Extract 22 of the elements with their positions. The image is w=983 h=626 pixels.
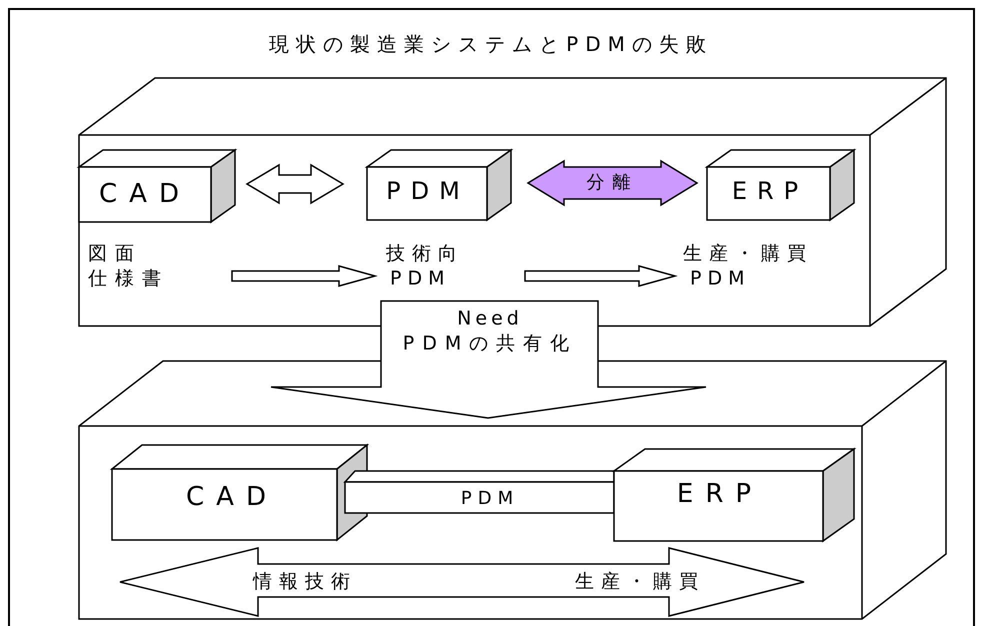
label: CAD xyxy=(186,484,278,510)
label: PDM xyxy=(690,270,750,288)
label: PDM xyxy=(460,490,520,508)
block-arrow xyxy=(524,265,678,287)
label: 仕様書 xyxy=(88,270,169,288)
block-arrow xyxy=(231,265,378,287)
block-arrow xyxy=(526,160,698,206)
label: ERP xyxy=(676,481,764,507)
label: ERP xyxy=(732,179,808,203)
edge-label: 分離 xyxy=(586,174,638,192)
label: Need xyxy=(457,310,523,328)
label: 図面 xyxy=(88,244,142,264)
label: 生産・購買 xyxy=(575,572,705,592)
label: 情報技術 xyxy=(253,572,357,592)
label: PDM xyxy=(386,179,470,203)
label: 生産・購買 xyxy=(683,244,813,264)
block-arrow xyxy=(246,164,344,204)
label: PDM xyxy=(390,270,450,288)
title: 現状の製造業システムとPDMの失敗 xyxy=(269,34,713,54)
label: CAD xyxy=(99,181,191,207)
label: 技術向 xyxy=(386,244,464,264)
label: PDMの共有化 xyxy=(402,334,578,354)
